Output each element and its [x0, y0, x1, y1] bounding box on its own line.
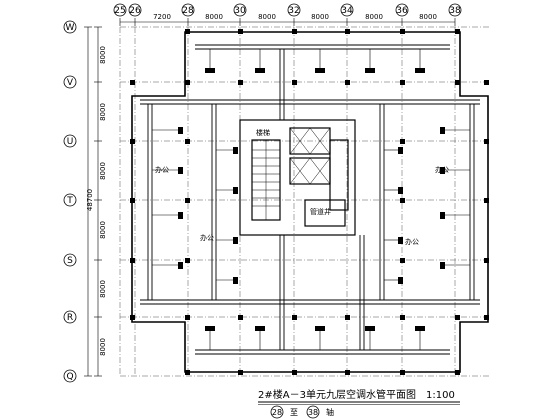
axis-range-to: 38 [308, 408, 318, 417]
overall-dimension: 48700 [86, 189, 94, 211]
left-dimension-6: 8000 [99, 338, 107, 356]
axis-label-28: 28 [182, 6, 194, 16]
left-dimension-2: 8000 [99, 103, 107, 121]
axis-bubble-38 [448, 3, 462, 17]
axis-range-to-word: 至 [290, 408, 298, 417]
central-core [239, 119, 356, 236]
axis-label-38: 38 [449, 6, 461, 16]
axis-bubble-T [63, 193, 77, 207]
pipe-network [140, 44, 480, 355]
elevator-crosses [289, 127, 331, 185]
axis-label-U: U [67, 137, 74, 147]
axis-range-bubble-to [306, 405, 320, 419]
axis-label-W: W [66, 23, 75, 33]
top-axis-bubbles [113, 3, 462, 17]
top-dimension-line [119, 18, 456, 26]
room-label-office-2: 办公 [200, 233, 214, 242]
axis-range-suffix: 轴 [326, 407, 334, 417]
room-label-office-3: 办公 [405, 237, 419, 246]
axis-label-Q: Q [66, 372, 73, 382]
axis-bubble-34 [340, 3, 354, 17]
room-label-office-1: 办公 [155, 165, 169, 174]
structural-columns [130, 29, 489, 375]
top-dimension-1: 7200 [153, 13, 171, 21]
left-dimension-1: 8000 [99, 46, 107, 64]
room-label-office-4: 办公 [435, 165, 449, 174]
pipe-branches [152, 49, 470, 350]
axis-bubble-S [63, 253, 77, 267]
axis-range-note: 28 至 38 轴 [270, 405, 334, 419]
drawing-scale: 1:100 [426, 390, 455, 401]
left-dimension-texts: 8000 8000 8000 8000 8000 8000 48700 [86, 46, 107, 356]
axis-label-26: 26 [129, 6, 141, 16]
axis-bubble-U [63, 134, 77, 148]
axis-bubble-Q [63, 369, 77, 383]
shaft-label: 管道井 [310, 207, 331, 216]
fan-coil-units [178, 68, 445, 331]
top-dimension-6: 8000 [419, 13, 437, 21]
left-dimension-4: 8000 [99, 221, 107, 239]
axis-label-32: 32 [288, 6, 299, 16]
axis-label-36: 36 [396, 6, 408, 16]
stair-label: 楼梯 [256, 128, 270, 137]
left-axis-labels: W V U T S R Q [66, 23, 75, 382]
axis-label-R: R [67, 313, 73, 323]
axis-bubble-R [63, 310, 77, 324]
top-dimension-3: 8000 [258, 13, 276, 21]
axis-range-bubble-from [270, 405, 284, 419]
axis-bubble-28 [181, 3, 195, 17]
axis-range-from: 28 [272, 408, 282, 417]
top-dimension-4: 8000 [311, 13, 329, 21]
top-dimension-2: 8000 [205, 13, 223, 21]
stair-treads [252, 140, 280, 220]
left-dimension-lines [84, 26, 102, 377]
axis-bubble-30 [233, 3, 247, 17]
left-dimension-3: 8000 [99, 162, 107, 180]
top-dimension-5: 8000 [365, 13, 383, 21]
left-dimension-5: 8000 [99, 280, 107, 298]
axis-bubble-36 [395, 3, 409, 17]
axis-bubble-W [63, 20, 77, 34]
axis-label-T: T [66, 196, 73, 206]
top-dimension-texts: 7200 8000 8000 8000 8000 8000 [153, 13, 437, 21]
axis-bubble-26 [128, 3, 142, 17]
axis-bubble-25 [113, 3, 127, 17]
drawing-title: 2#楼A－3单元九层空调水管平面图 [258, 388, 416, 401]
axis-label-34: 34 [341, 6, 353, 16]
axis-label-V: V [67, 78, 74, 88]
axis-label-30: 30 [234, 6, 246, 16]
left-axis-bubbles [63, 20, 77, 383]
axis-bubble-V [63, 75, 77, 89]
axis-bubble-32 [287, 3, 301, 17]
axis-label-25: 25 [114, 6, 125, 16]
room-labels: 办公 办公 办公 办公 [155, 165, 449, 246]
axis-label-S: S [67, 256, 73, 266]
top-axis-labels: 25 26 28 30 32 34 36 38 [114, 6, 461, 16]
